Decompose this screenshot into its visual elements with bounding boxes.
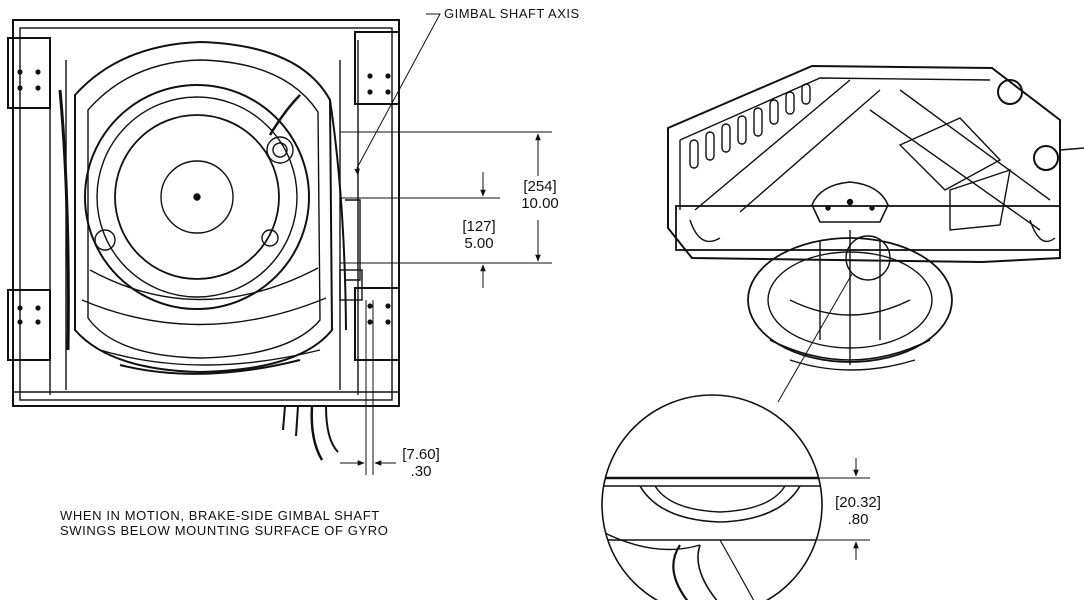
gyro-front-view — [7, 19, 400, 461]
dimension-254-mm: [254] — [523, 178, 557, 195]
dimension-7-60: [7.60] .30 — [390, 446, 452, 480]
motion-note: WHEN IN MOTION, BRAKE-SIDE GIMBAL SHAFT … — [60, 508, 388, 538]
dimension-127-mm: [127] — [462, 218, 496, 235]
detail-leader — [777, 273, 853, 403]
dimension-254: [254] 10.00 — [508, 178, 572, 212]
left-dimensions — [340, 13, 552, 475]
dimension-7-60-in: .30 — [410, 463, 432, 480]
dimension-127-in: 5.00 — [464, 235, 494, 252]
dimension-20-32-in: .80 — [847, 511, 869, 528]
dimension-127: [127] 5.00 — [448, 218, 510, 252]
dimension-20-32-mm: [20.32] — [835, 494, 881, 511]
dimension-20-32: [20.32] .80 — [822, 494, 894, 528]
gimbal-shaft-axis-label: GIMBAL SHAFT AXIS — [444, 6, 580, 21]
dimension-7-60-mm: [7.60] — [402, 446, 440, 463]
motion-note-line2: SWINGS BELOW MOUNTING SURFACE OF GYRO — [60, 523, 389, 538]
motion-note-line1: WHEN IN MOTION, BRAKE-SIDE GIMBAL SHAFT — [60, 508, 380, 523]
detail-view — [601, 394, 870, 600]
dimension-254-in: 10.00 — [521, 195, 559, 212]
gyro-iso-view — [667, 64, 1084, 371]
